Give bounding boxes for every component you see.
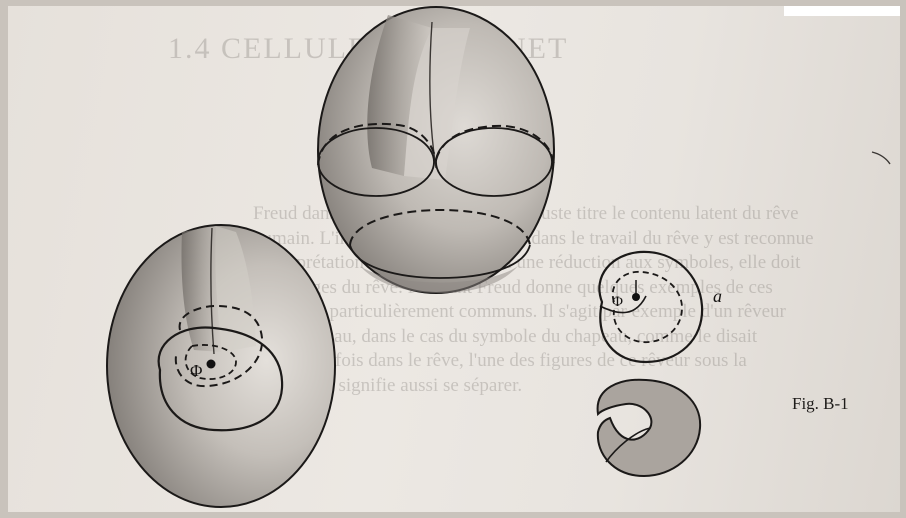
top-ovoid — [318, 7, 554, 293]
label-a: a — [713, 286, 722, 306]
book-page: 1.4 CELLULE DU BONNET Freud dans sa Trau… — [8, 6, 900, 512]
small-diagram-a: Φ a — [599, 252, 722, 362]
figure-b1: Φ Φ a — [8, 6, 900, 512]
left-torus: Φ — [107, 225, 335, 507]
margin-mark — [872, 152, 890, 164]
phi-label-small: Φ — [612, 294, 623, 310]
small-shaded-torus — [598, 380, 701, 476]
figure-caption: Fig. B-1 — [792, 394, 849, 414]
phi-label-large: Φ — [190, 361, 202, 380]
